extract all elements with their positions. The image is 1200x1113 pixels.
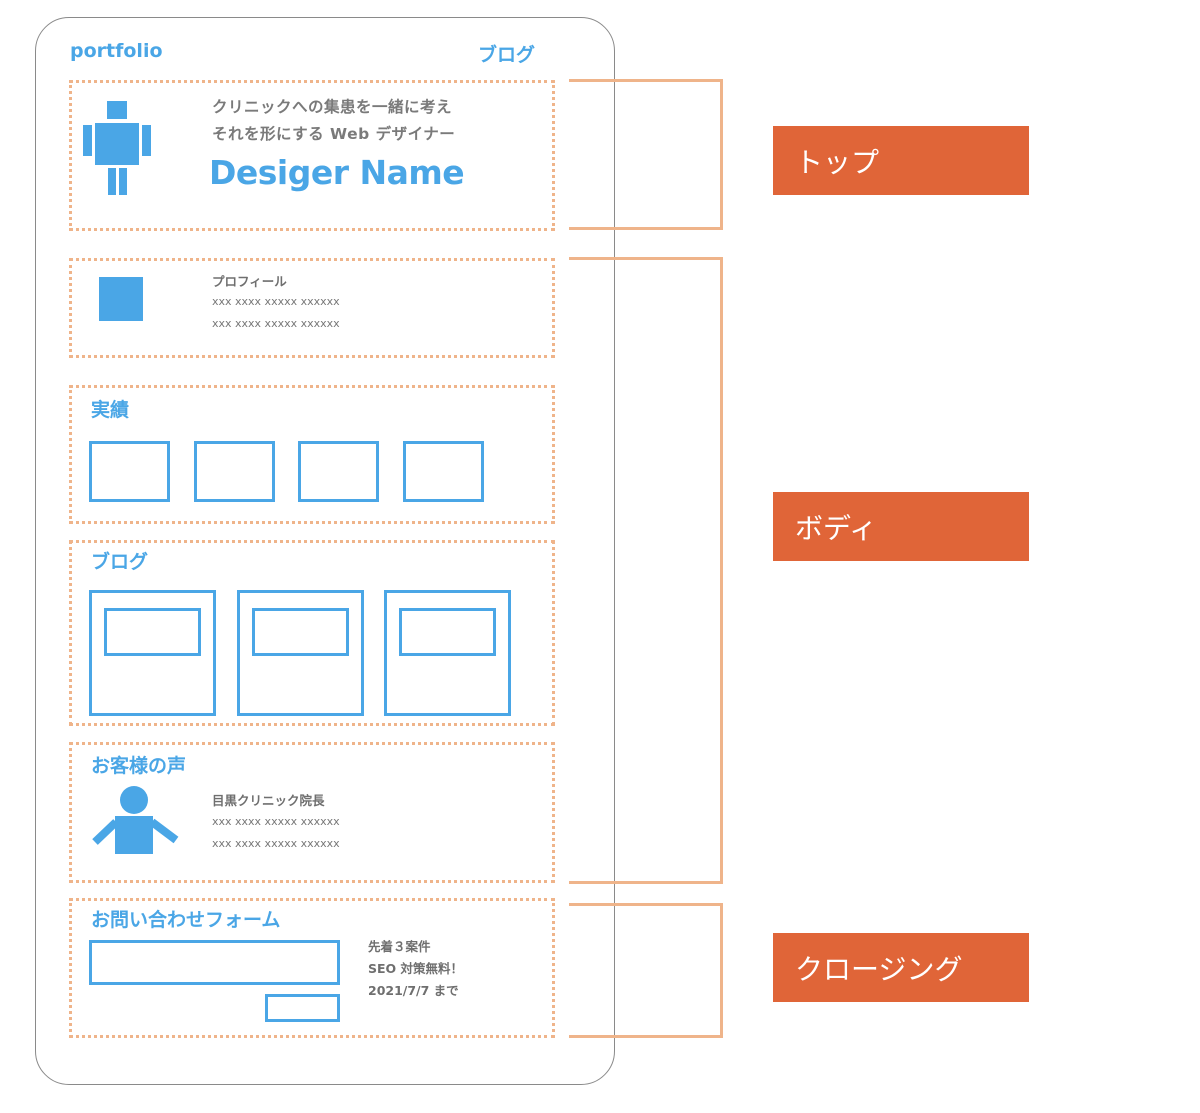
profile-text-line2: xxx xxxx xxxxx xxxxxx	[212, 317, 340, 330]
nav-blog-link[interactable]: ブログ	[478, 44, 536, 66]
profile-photo-placeholder	[99, 277, 143, 321]
work-thumbnail[interactable]	[403, 441, 484, 502]
blog-card[interactable]	[89, 590, 216, 716]
blog-card-image	[104, 608, 201, 656]
blog-card-image	[252, 608, 349, 656]
label-top: トップ	[773, 126, 1029, 195]
offer-line2: SEO 対策無料！	[368, 961, 464, 976]
voice-title: お客様の声	[91, 755, 187, 777]
top-bracket	[569, 79, 723, 230]
profile-text-line1: xxx xxxx xxxxx xxxxxx	[212, 295, 340, 308]
voice-author: 目黒クリニック院長	[212, 793, 325, 808]
profile-section	[69, 258, 555, 358]
profile-title: プロフィール	[212, 274, 287, 289]
work-thumbnail[interactable]	[194, 441, 275, 502]
works-title: 実績	[91, 399, 130, 421]
logo[interactable]: portfolio	[70, 40, 163, 62]
blog-card[interactable]	[384, 590, 511, 716]
works-section	[69, 385, 555, 524]
customer-person-icon	[92, 786, 179, 854]
top-section	[69, 80, 555, 231]
voice-text-line2: xxx xxxx xxxxx xxxxxx	[212, 837, 340, 850]
designer-name: Desiger Name	[209, 153, 465, 192]
contact-title: お問い合わせフォーム	[91, 909, 281, 931]
blog-card-image	[399, 608, 496, 656]
label-body: ボディ	[773, 492, 1029, 561]
offer-line3: 2021/7/7 まで	[368, 983, 459, 998]
robot-icon	[83, 101, 151, 195]
blog-title: ブログ	[91, 551, 149, 573]
label-closing: クロージング	[773, 933, 1029, 1002]
device-frame	[35, 17, 615, 1085]
body-bracket	[569, 257, 723, 884]
work-thumbnail[interactable]	[89, 441, 170, 502]
tagline-line2: それを形にする Web デザイナー	[212, 125, 456, 143]
contact-input-field[interactable]	[89, 940, 340, 985]
blog-card[interactable]	[237, 590, 364, 716]
voice-section	[69, 742, 555, 883]
tagline-line1: クリニックへの集患を一緒に考え	[212, 98, 453, 116]
work-thumbnail[interactable]	[298, 441, 379, 502]
blog-section	[69, 540, 555, 726]
contact-submit-button[interactable]	[265, 994, 340, 1022]
voice-text-line1: xxx xxxx xxxxx xxxxxx	[212, 815, 340, 828]
offer-line1: 先着３案件	[368, 939, 431, 954]
closing-bracket	[569, 903, 723, 1038]
contact-section	[69, 898, 555, 1038]
